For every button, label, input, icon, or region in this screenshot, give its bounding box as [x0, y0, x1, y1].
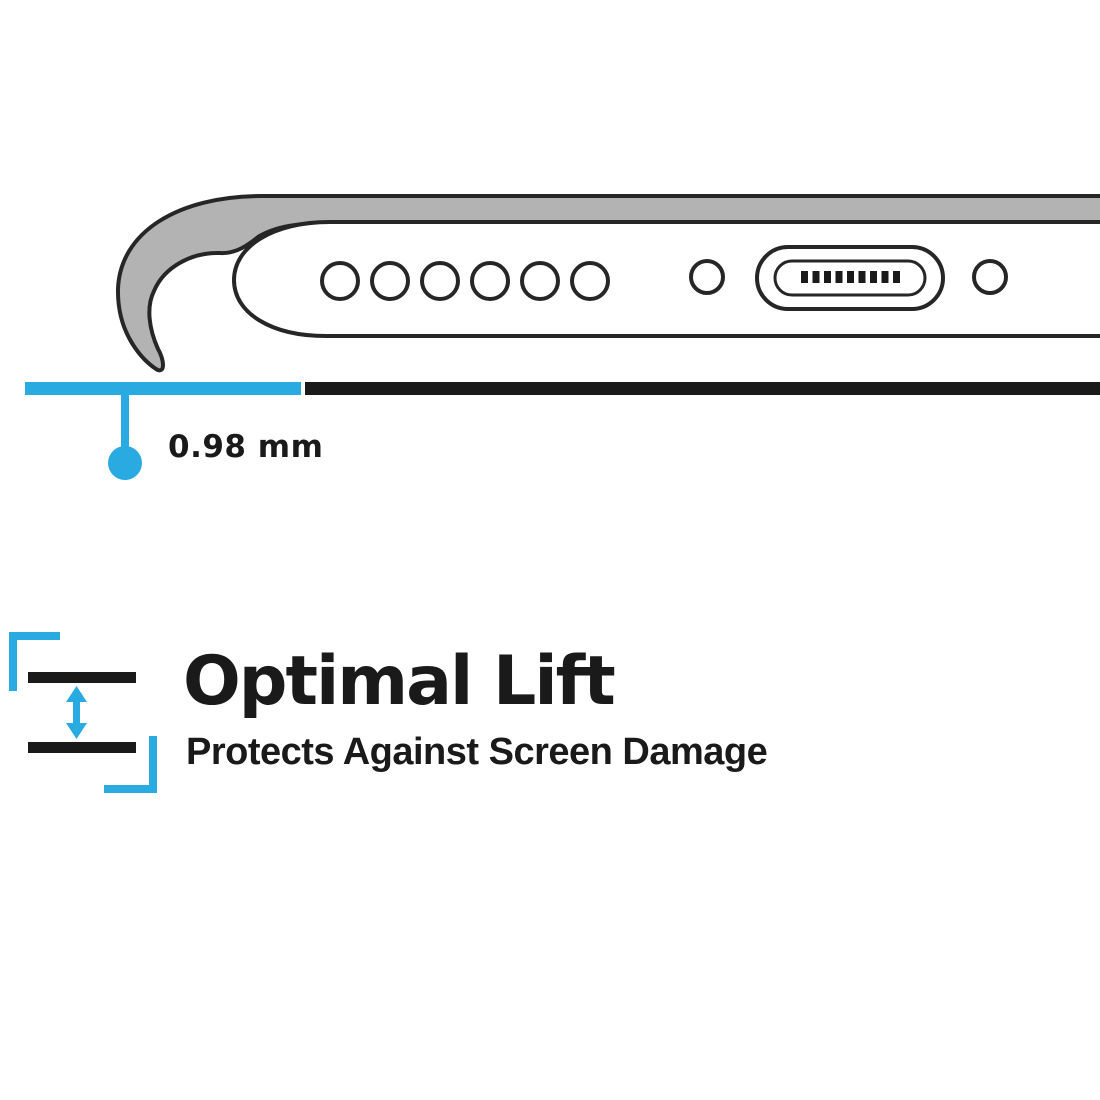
speaker-hole	[520, 261, 560, 301]
lift-bottom-bar	[28, 742, 136, 753]
charging-port	[755, 245, 945, 311]
lift-clearance-arrow-icon	[9, 632, 157, 793]
feature-subtitle: Protects Against Screen Damage	[186, 731, 768, 773]
case-bumper-shape	[115, 194, 1100, 373]
lift-measurement	[25, 382, 1100, 480]
speaker-holes	[320, 261, 610, 301]
measure-line-cyan	[25, 382, 301, 395]
speaker-hole	[470, 261, 510, 301]
speaker-hole	[320, 261, 360, 301]
lift-measurement-label: 0.98 mm	[168, 429, 324, 465]
lift-top-bar	[28, 672, 136, 683]
bracket-top-left-icon	[9, 632, 60, 691]
speaker-hole	[420, 261, 460, 301]
double-arrow-icon	[66, 686, 87, 739]
measure-line-black	[305, 382, 1100, 395]
bracket-bottom-right-icon	[104, 736, 157, 793]
charging-port-pins	[801, 271, 900, 283]
measure-dot	[108, 446, 142, 480]
measure-drop-line	[121, 395, 129, 449]
screw-hole-right	[972, 259, 1008, 295]
feature-title: Optimal Lift	[183, 642, 616, 721]
screw-hole-left	[689, 259, 725, 295]
phone-body-shape	[232, 220, 1100, 338]
speaker-hole	[370, 261, 410, 301]
speaker-hole	[570, 261, 610, 301]
phone-bottom-illustration	[25, 194, 1100, 480]
